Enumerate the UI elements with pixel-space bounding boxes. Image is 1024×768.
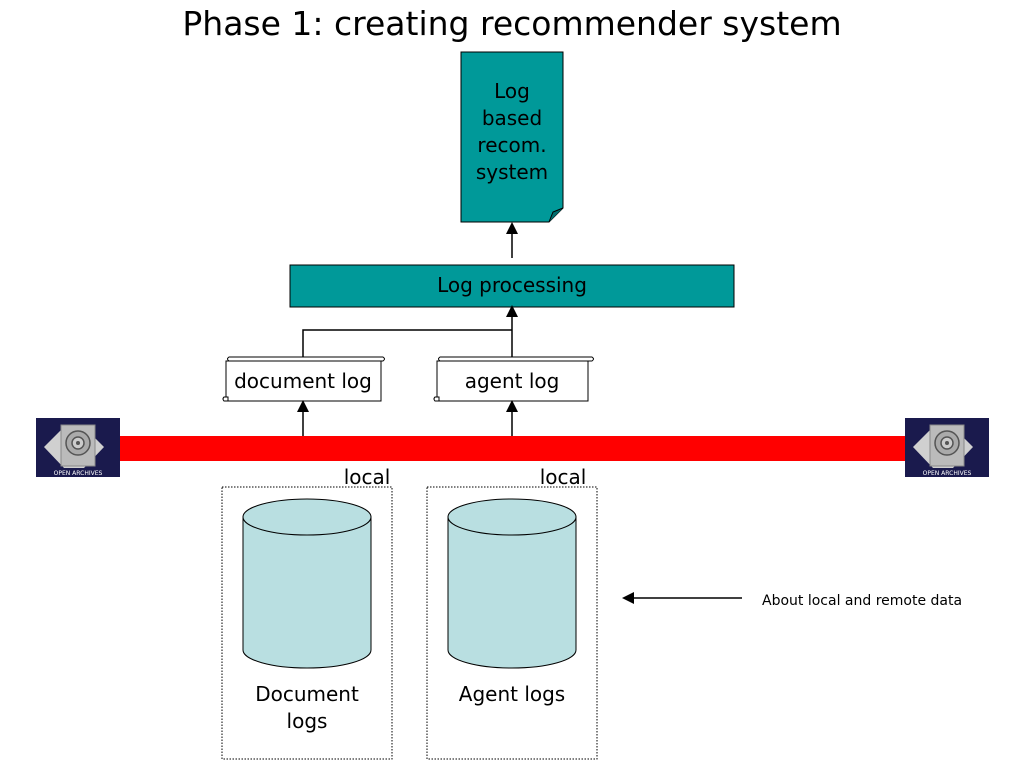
- local-label-1: local: [344, 465, 391, 489]
- annotation-text: About local and remote data: [762, 593, 962, 609]
- open-archives-logo-left: OPEN ARCHIVES: [36, 418, 120, 477]
- local-label-2: local: [540, 465, 587, 489]
- document-logs-container: [221, 486, 393, 760]
- open-archives-text-right: OPEN ARCHIVES: [923, 470, 972, 477]
- network-bar: [115, 436, 910, 461]
- log-processing-box: Log processing: [289, 264, 735, 308]
- open-archives-logo-right: OPEN ARCHIVES: [905, 418, 989, 477]
- connector-document-log: [302, 329, 512, 358]
- log-based-line-3: recom.: [477, 133, 546, 157]
- log-based-line-4: system: [476, 160, 548, 184]
- log-processing-label: Log processing: [437, 273, 587, 297]
- agent-logs-container: [426, 486, 598, 760]
- agent-log-label: agent log: [465, 369, 560, 393]
- agent-logs-cylinder: [447, 498, 577, 669]
- document-logs-cylinder: [242, 498, 372, 669]
- log-based-line-2: based: [482, 106, 542, 130]
- open-archives-text-left: OPEN ARCHIVES: [54, 470, 103, 477]
- agent-logs-label: Agent logs: [459, 682, 565, 706]
- log-based-recom-system-document: Log based recom. system: [460, 51, 564, 223]
- document-log-label: document log: [234, 369, 372, 393]
- log-based-line-1: Log: [494, 79, 530, 103]
- document-logs-line-2: logs: [287, 709, 328, 733]
- slide-title: Phase 1: creating recommender system: [182, 4, 842, 43]
- document-log-scroll: document log: [222, 356, 385, 402]
- document-logs-line-1: Document: [255, 682, 359, 706]
- agent-log-scroll: agent log: [433, 356, 594, 402]
